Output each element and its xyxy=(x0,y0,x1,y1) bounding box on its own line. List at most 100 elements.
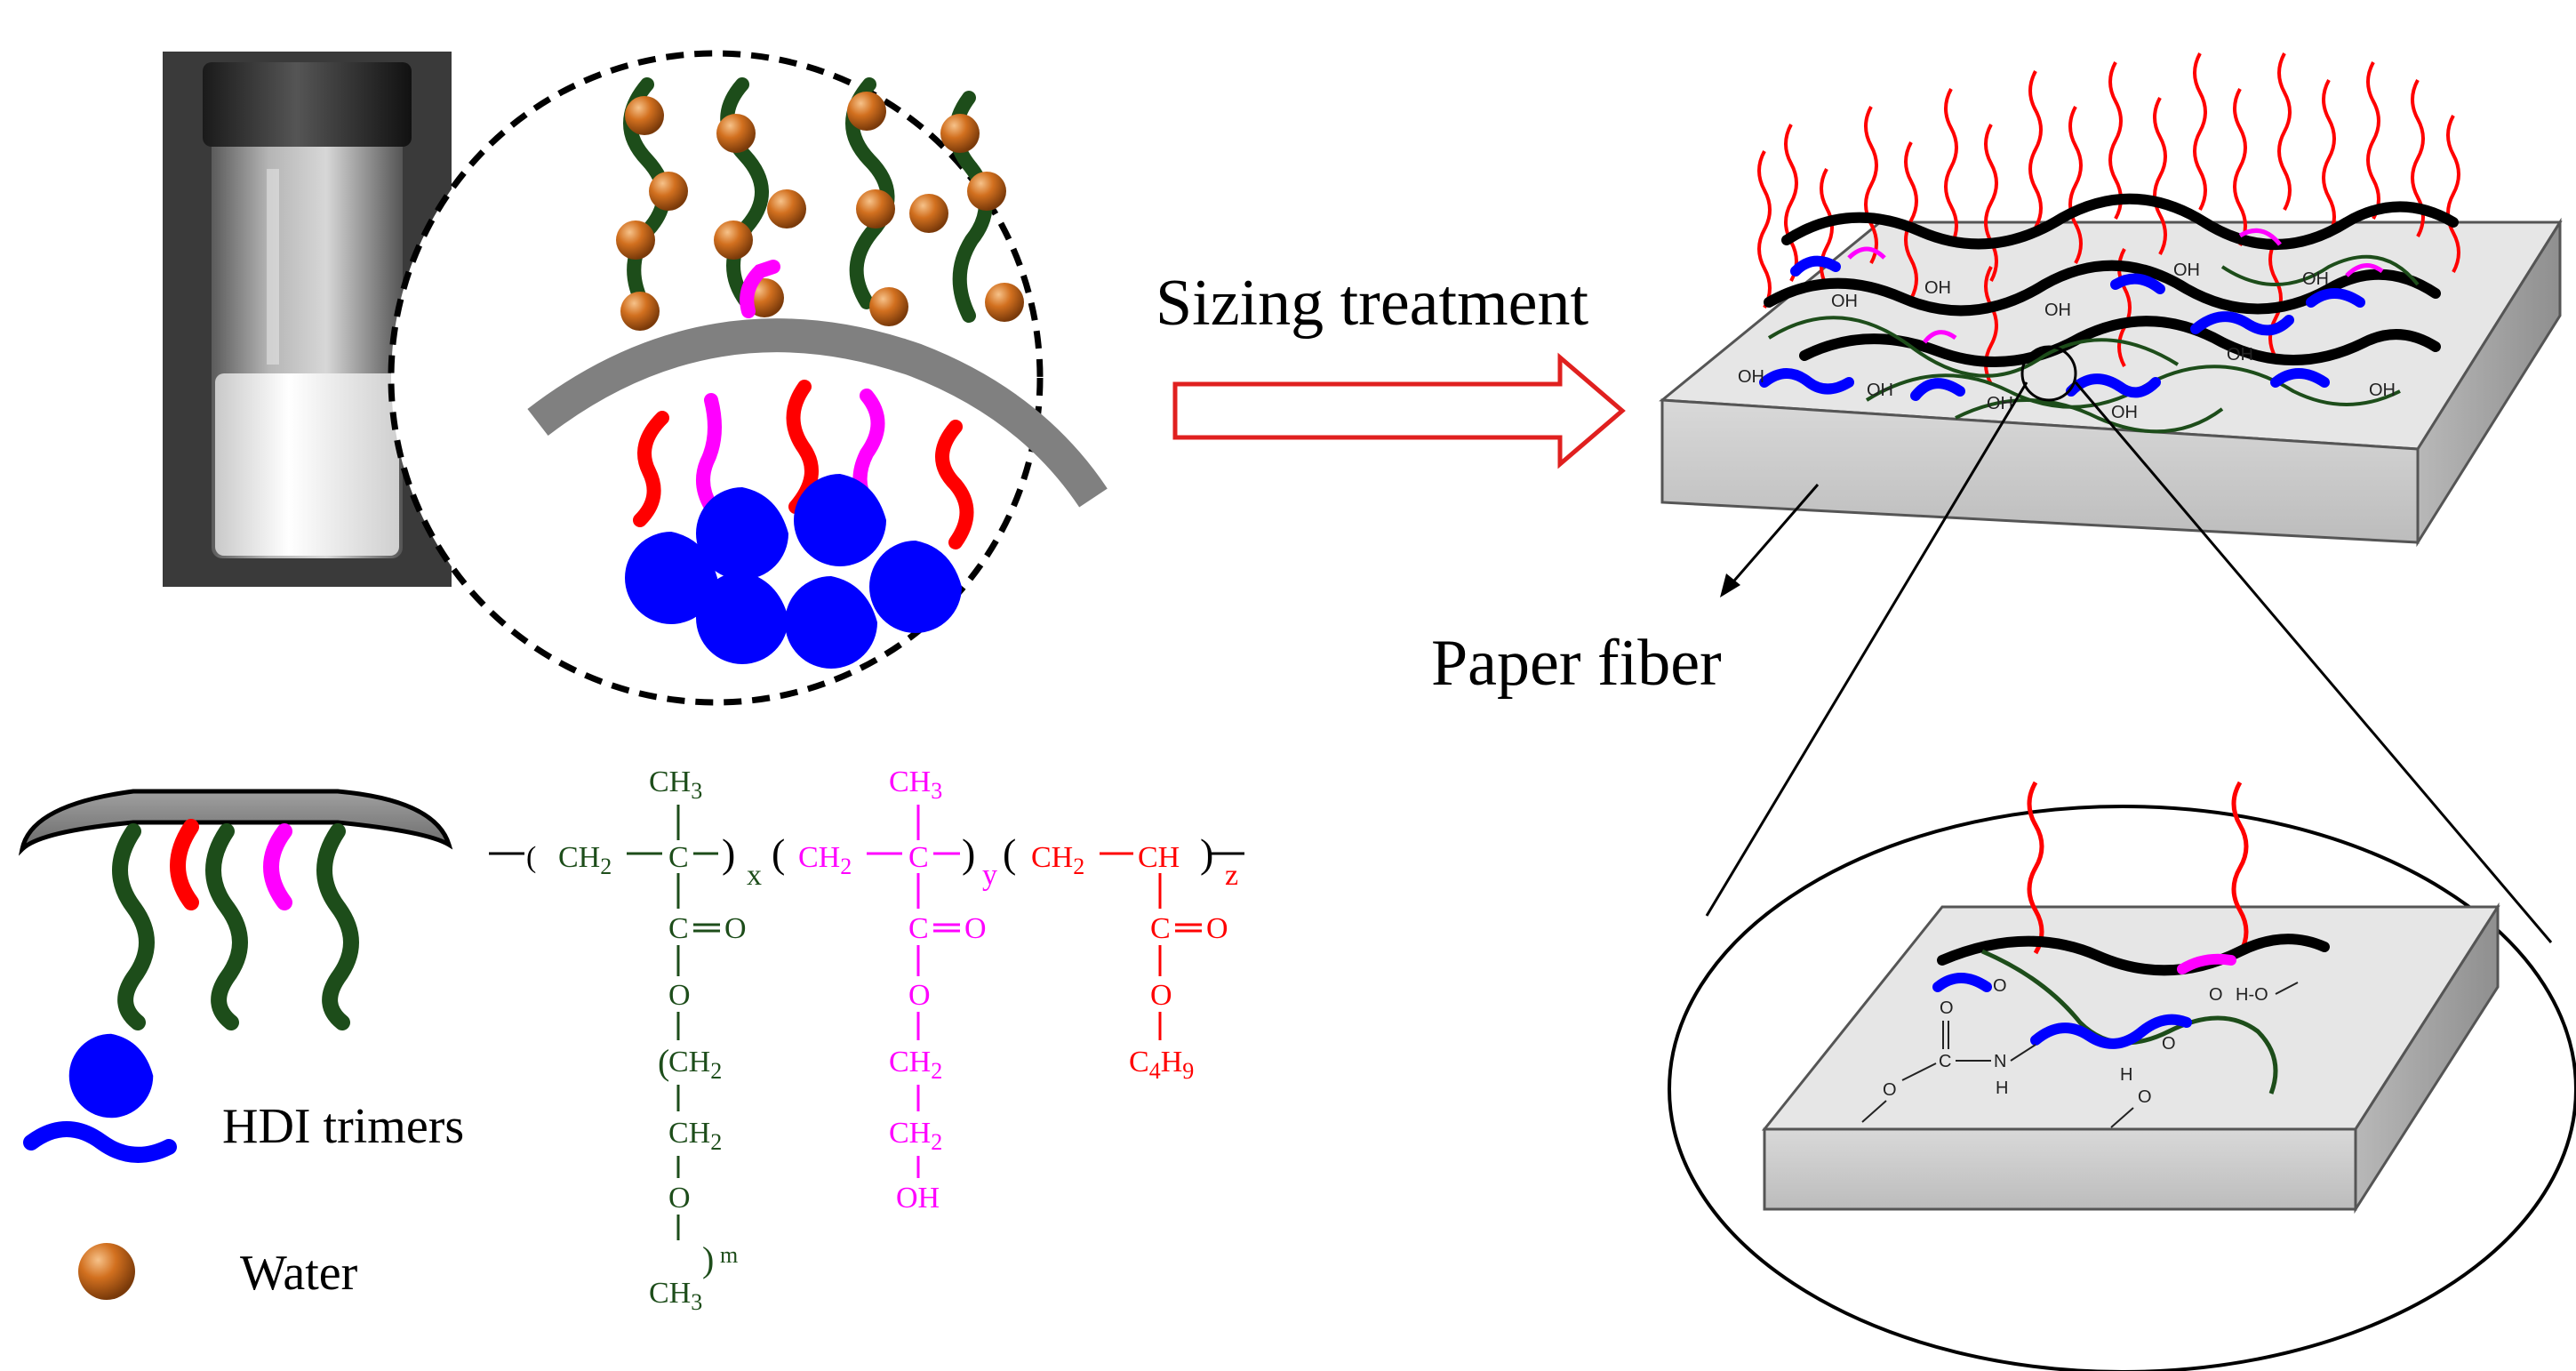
hbond-o-label: O xyxy=(2209,985,2223,1005)
water-icon xyxy=(967,172,1006,211)
sizing-arrow-shape xyxy=(1172,352,1626,469)
micelle-shell-band xyxy=(527,318,1108,508)
hyd-carbonyl-o: O xyxy=(964,912,987,945)
hyd-ch2-b: CH2 xyxy=(889,1117,942,1155)
oh-label: OH xyxy=(2044,301,2071,320)
water-icon xyxy=(909,194,948,233)
detail-blue-chain-mid xyxy=(2030,1014,2192,1049)
oh-label: OH xyxy=(1867,381,1893,400)
oh-label: OH xyxy=(1924,278,1951,298)
paper-magenta-links xyxy=(1847,228,2384,344)
hbond-o-label-2: O xyxy=(2162,1034,2176,1054)
water-icon xyxy=(716,114,756,153)
detail-red-brushes xyxy=(2027,781,2249,955)
carbon-label: C xyxy=(1939,1052,1951,1071)
zoom-connector xyxy=(1705,345,2553,943)
water-icon xyxy=(620,292,660,331)
but-ch: CH xyxy=(1138,841,1180,874)
micelle-pink-chain-top xyxy=(740,260,780,318)
peg-ch3: CH3 xyxy=(649,766,702,804)
oh-label: OH xyxy=(1987,394,2013,413)
hydrogen-label: H xyxy=(1996,1078,2008,1098)
bond-c-o xyxy=(1901,1062,1937,1081)
water-legend-icon xyxy=(78,1243,135,1300)
water-icon xyxy=(649,172,688,211)
oh-label: OH xyxy=(1738,367,1764,387)
bracket-close-y: ) xyxy=(962,830,975,876)
hyd-c: C xyxy=(908,841,929,874)
polymer-shell-mini xyxy=(18,789,453,1030)
detail-blue-chain-left xyxy=(1932,973,1992,992)
hydroxyl-block: CH2 C CH3 C O O CH2 CH2 OH xyxy=(798,766,987,1215)
detail-magenta-segment xyxy=(2177,953,2236,974)
bracket-close-z: ) xyxy=(1200,830,1213,876)
peg-carbonyl-c: C xyxy=(668,912,689,945)
paper-oh-labels: OH OH OH OH OH OH OH OH OH OH OH xyxy=(1738,261,2396,422)
peg-block: CH2 C CH3 C O O ( CH2 CH2 O ) m CH3 xyxy=(558,766,747,1315)
oh-label: OH xyxy=(2111,403,2138,422)
water-icon xyxy=(714,220,753,260)
zoom-line-right xyxy=(2074,381,2553,943)
ring-o-label: O xyxy=(1993,976,2007,996)
vial-reflection xyxy=(267,169,279,365)
hyd-ch2: CH2 xyxy=(798,841,852,879)
butyl-block: CH2 CH C O O C4H9 xyxy=(1031,841,1228,1084)
paper-fiber-block: OH OH OH OH OH OH OH OH OH OH OH Paper f… xyxy=(1431,52,2563,700)
bracket-open-y: ( xyxy=(772,830,785,876)
copolymer-formula: ( CH2 C CH3 C O O ( CH2 CH2 O ) m xyxy=(489,766,1244,1315)
hyd-ch3: CH3 xyxy=(889,766,942,804)
peg-ch2-a: CH2 xyxy=(668,1046,722,1084)
hbond-h-label: H xyxy=(2120,1065,2132,1085)
detail-front-face xyxy=(1763,1127,2357,1211)
hyd-ester-o: O xyxy=(908,979,931,1012)
sizing-treatment-label: Sizing treatment xyxy=(1156,267,1588,340)
peg-ch2-b: CH2 xyxy=(668,1117,722,1155)
mini-shell xyxy=(18,789,453,856)
sizing-arrow: Sizing treatment xyxy=(1156,267,1626,469)
hbond-line xyxy=(2275,982,2299,995)
oh-label: OH xyxy=(2173,261,2200,280)
water-icon xyxy=(985,283,1024,322)
ester-o-label: O xyxy=(1883,1080,1897,1100)
hdi-droplet-legend-icon xyxy=(68,1033,154,1118)
bracket-open-x: ( xyxy=(526,841,536,874)
hyd-oh: OH xyxy=(896,1182,940,1215)
subscript-z: z xyxy=(1225,859,1238,892)
hbond-o-label-3: O xyxy=(2138,1087,2152,1107)
mini-chains xyxy=(112,819,359,1030)
paper-blue-hdi-chains xyxy=(1759,255,2365,401)
peg-bracket-close: ) xyxy=(702,1239,714,1279)
water-icon xyxy=(940,114,980,153)
micelle-water-molecules xyxy=(616,92,1024,331)
subscript-y: y xyxy=(982,859,997,892)
but-c4h9: C4H9 xyxy=(1129,1046,1194,1084)
paper-fiber-label: Paper fiber xyxy=(1431,627,1722,700)
vial-emulsion xyxy=(215,373,399,556)
peg-end-ch3: CH3 xyxy=(649,1277,702,1315)
bond-n-chain xyxy=(2010,1044,2036,1062)
micelle-zoom xyxy=(388,50,1108,706)
but-carbonyl-o: O xyxy=(1206,912,1228,945)
legend: HDI trimers Water xyxy=(23,1033,464,1301)
oh-label: OH xyxy=(2302,269,2329,289)
water-icon xyxy=(847,92,886,131)
detail-oval: O C N H O O O H-O O H O xyxy=(1668,781,2576,1371)
but-ch2: CH2 xyxy=(1031,841,1084,879)
paper-red-brushes xyxy=(1757,52,2460,385)
bracket-close-x: ) xyxy=(722,830,735,876)
peg-ch2: CH2 xyxy=(558,841,612,879)
peg-bracket-open: ( xyxy=(658,1042,669,1082)
detail-urethane-linkage: O C N H O xyxy=(1861,998,2036,1123)
detail-side-face xyxy=(2354,902,2500,1215)
legend-hdi-label: HDI trimers xyxy=(222,1099,464,1154)
carbonyl-o-label: O xyxy=(1940,998,1954,1018)
hbond-h-o-label: H-O xyxy=(2236,985,2268,1005)
nitrogen-label: N xyxy=(1994,1052,2006,1071)
water-icon xyxy=(625,96,664,135)
detail-black-backbone xyxy=(1937,934,2330,976)
oh-label: OH xyxy=(2227,345,2253,365)
legend-water-label: Water xyxy=(240,1246,358,1301)
detail-green-chain xyxy=(1981,949,2278,1094)
vial-cap xyxy=(203,62,412,147)
